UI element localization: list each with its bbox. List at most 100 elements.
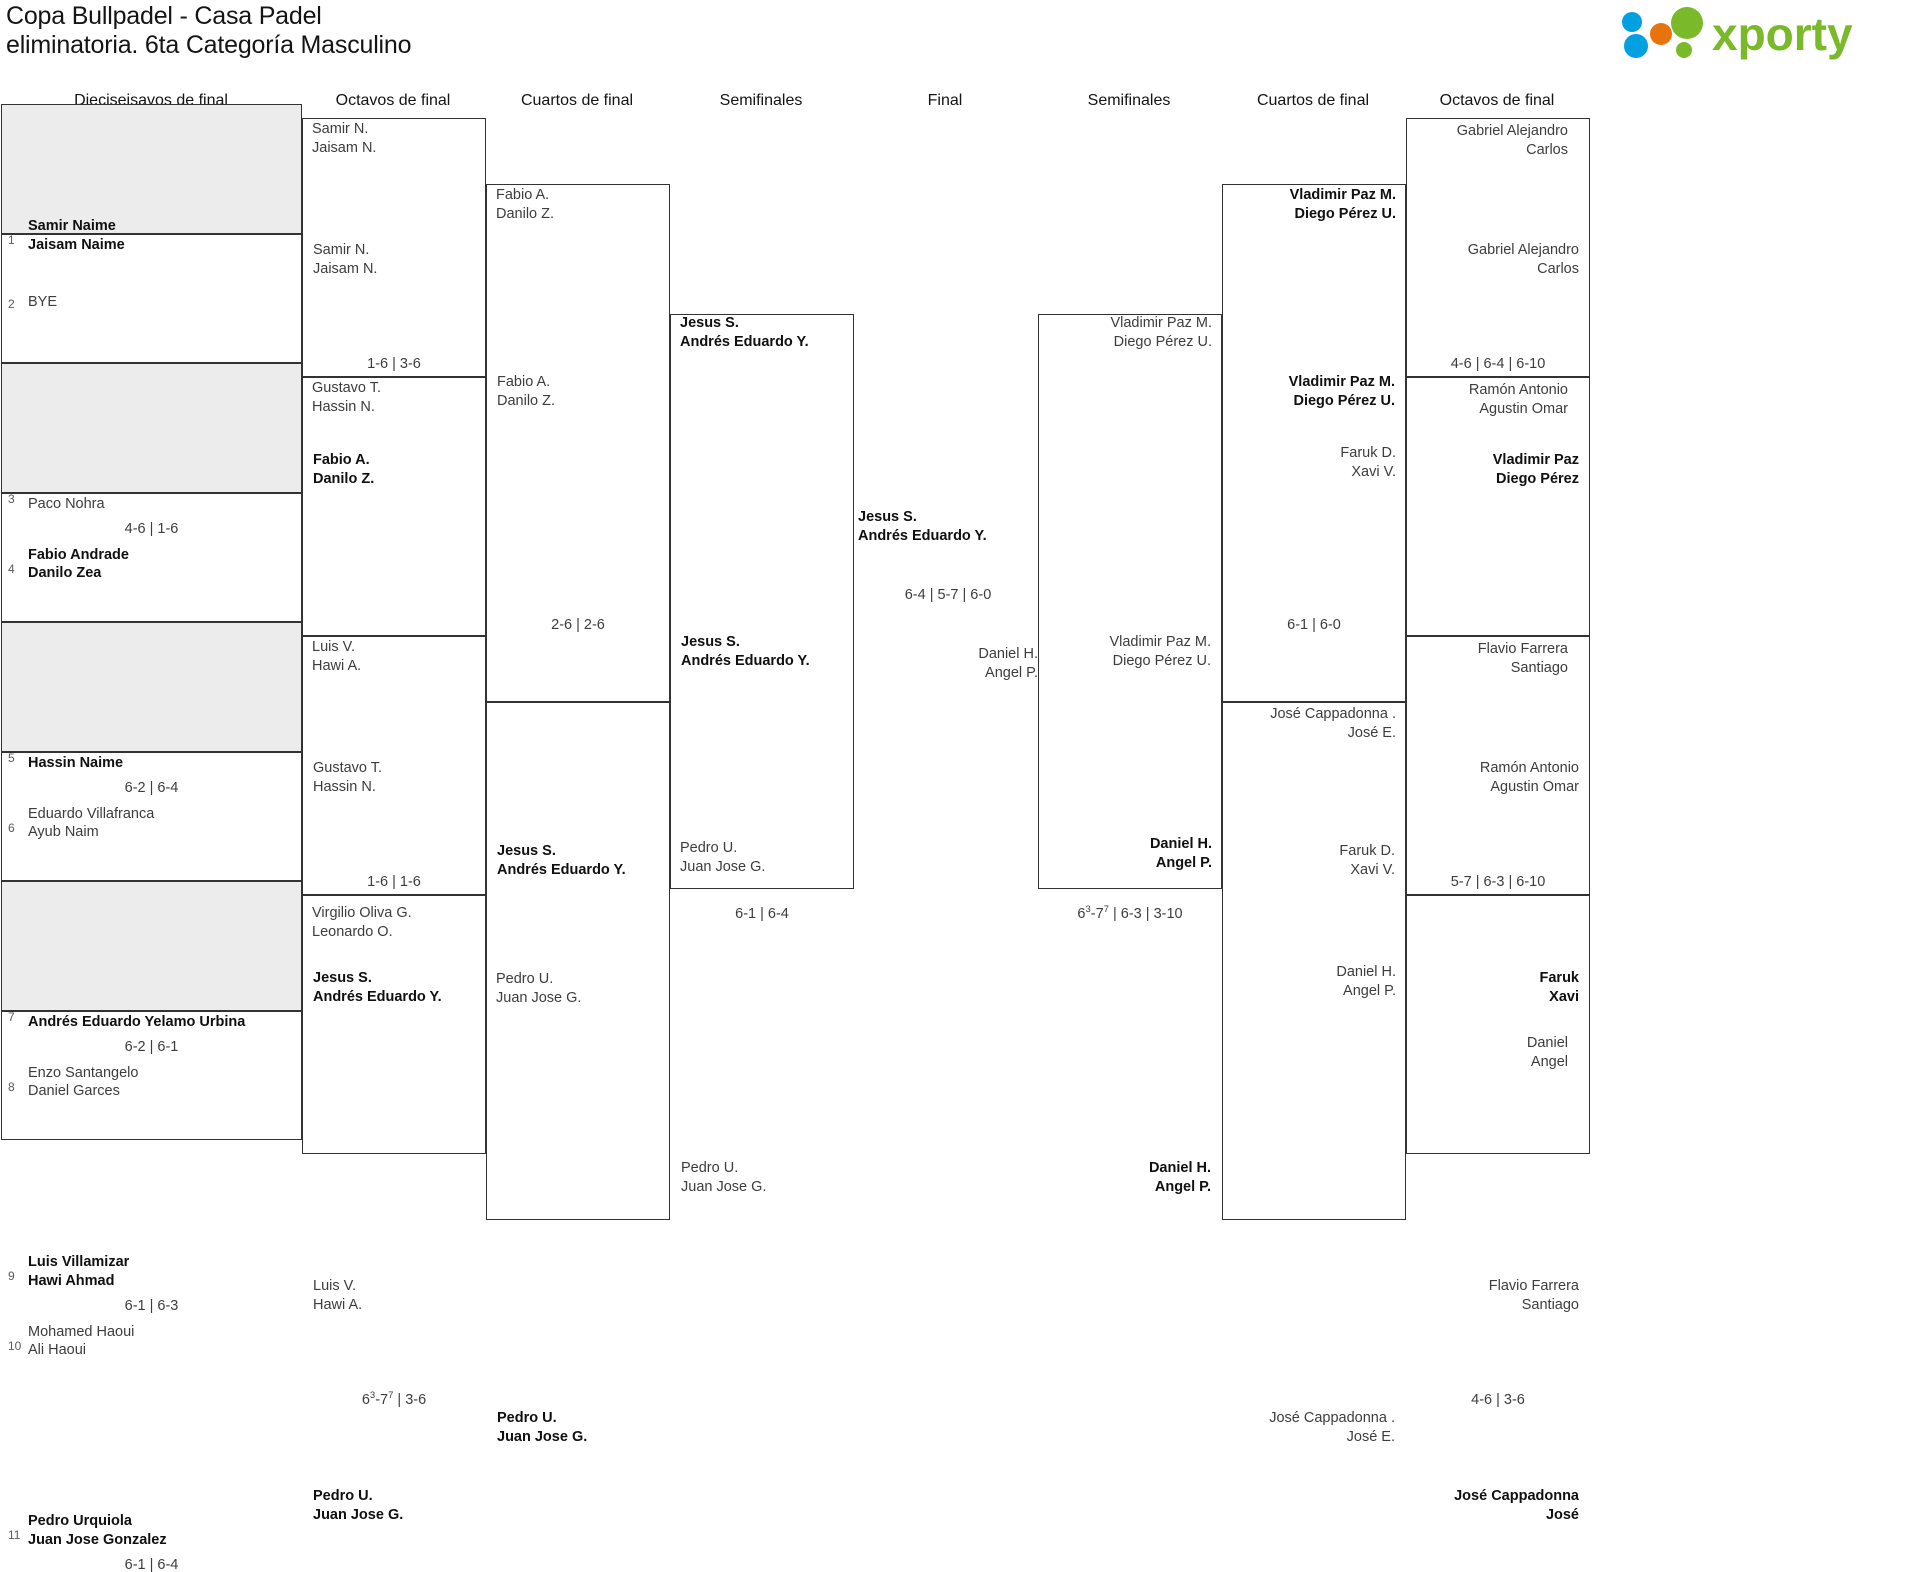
semis-right-feeder-0: Vladimir Paz M.Diego Pérez U. (1110, 315, 1212, 350)
octavos-left-box-1[interactable]: Gustavo T.Hassin N. Jesus S.Andrés Eduard… (302, 377, 486, 1005)
seed-number-8: 8 (8, 1079, 15, 1094)
logo-wordmark: xporty (1712, 8, 1853, 60)
semis-right-feeder-1: Daniel H.Angel P. (1149, 836, 1212, 871)
octavos-left-team-2[interactable]: Gustavo T.Hassin N. (313, 760, 383, 795)
cuartos-left-team-1[interactable]: Jesus S.Andrés Eduardo Y. (497, 843, 626, 878)
cuartos-right-score-0: 6-1 | 6-0 (1287, 617, 1341, 633)
xporty-logo: xporty (1614, 6, 1914, 60)
octavos-left-box-2[interactable]: Luis V.Hawi A. Pedro U.Juan Jose G. 63-77 … (302, 636, 486, 1523)
cuartos-right-team-0[interactable]: Vladimir Paz M.Diego Pérez U. (1288, 374, 1395, 409)
semis-right-box-0[interactable]: Vladimir Paz M.Diego Pérez U. Daniel H.An… (1038, 314, 1222, 1195)
round-heading-7: Octavos de final (1439, 92, 1555, 109)
octavos-left-team-1[interactable]: Fabio A.Danilo Z. (313, 452, 375, 487)
octavos-left-box-3[interactable]: Virgilio Oliva G.Leonardo O.Pedro Y.Javi… (302, 895, 486, 1154)
logo-dot-blue-bottom (1624, 34, 1648, 58)
seed-number-1: 1 (8, 233, 15, 247)
octavos-left-score-2: 63-77 | 3-6 (361, 1389, 427, 1408)
semis-left-score-0: 6-1 | 6-4 (735, 905, 789, 922)
r16-score-5: 6-1 | 6-4 (124, 1556, 179, 1572)
cuartos-left-feeder-0: Fabio A.Danilo Z. (496, 187, 555, 222)
octavos-left-team-5[interactable]: Pedro U.Juan Jose G. (313, 1488, 404, 1523)
logo-dot-blue-top (1622, 12, 1642, 32)
final-right-team[interactable]: Daniel H.Angel P. (978, 646, 1038, 681)
octavos-right-score-0: 4-6 | 6-4 | 6-10 (1450, 355, 1546, 372)
cuartos-right-feeder-0: Vladimir Paz M.Diego Pérez U. (1289, 187, 1396, 222)
r16-score-2: 6-2 | 6-4 (124, 779, 179, 796)
page-title: Copa Bullpadel - Casa Padel eliminatoria… (6, 2, 412, 59)
logo-dot-green-big (1671, 7, 1703, 39)
octavos-right-box-3[interactable]: DanielAngelOscar DasPaulo De6-3 | 3-6 | … (1406, 895, 1590, 1154)
octavos-left-team-3[interactable]: Jesus S.Andrés Eduardo Y. (313, 970, 442, 1005)
semis-left-box-0[interactable]: Jesus S.Andrés Eduardo Y. Pedro U.Juan Jo… (670, 314, 854, 1195)
seed-number-3: 3 (8, 492, 15, 506)
octavos-left-score-0: 1-6 | 3-6 (367, 355, 421, 372)
r16-score-1: 4-6 | 1-6 (124, 520, 179, 537)
cuartos-left-team-2[interactable]: Pedro U.Juan Jose G. (497, 1410, 588, 1445)
octavos-left-team-0[interactable]: Samir N.Jaisam N. (313, 242, 378, 277)
cuartos-right-team-1[interactable]: Faruk D.Xavi V. (1339, 843, 1395, 878)
octavos-left-score-1: 1-6 | 1-6 (367, 873, 421, 890)
r16-pair-box-7[interactable]: 15Pedro YanezJavier Yanez16Jorge A. Riva… (1, 1010, 302, 1140)
seed-number-4: 4 (8, 561, 15, 576)
logo-dot-green-small (1676, 42, 1692, 58)
octavos-left-box-0[interactable]: Samir N.Jaisam N. Fabio A.Danilo Z. 1-6 | … (302, 118, 486, 487)
cuartos-right-box-1[interactable]: José Cappadonna .José E.Daniel H.Angel P… (1222, 702, 1406, 1445)
seed-number-2: 2 (8, 296, 15, 311)
final-left-team[interactable]: Jesus S.Andrés Eduardo Y. (858, 509, 987, 544)
octavos-left-feeder-2: Luis V.Hawi A. (312, 639, 362, 674)
semis-right-team-1[interactable]: Daniel H.Angel P. (1148, 1160, 1211, 1195)
semis-left-team-1[interactable]: Pedro U.Juan Jose G. (681, 1160, 767, 1195)
final-score: 6-4 | 5-7 | 6-0 (904, 587, 992, 603)
cuartos-left-box-0[interactable]: Fabio A.Danilo Z. Jesus S.Andrés Eduardo … (486, 184, 670, 878)
round-heading-6: Cuartos de final (1256, 92, 1370, 109)
round-heading-2: Cuartos de final (520, 92, 634, 109)
r16-pair-box-6[interactable]: 13Sebastian MiksePiero Pini14Virgilio Ol… (1, 881, 302, 1011)
semis-left-team-0[interactable]: Jesus S.Andrés Eduardo Y. (681, 634, 810, 669)
seed-number-5: 5 (8, 751, 15, 765)
semis-right-team-0[interactable]: Vladimir Paz M.Diego Pérez U. (1109, 634, 1211, 669)
cuartos-left-feeder-1: Pedro U.Juan Jose G. (496, 971, 582, 1006)
seed-number-7: 7 (8, 1010, 15, 1024)
cuartos-left-team-0[interactable]: Fabio A.Danilo Z. (497, 374, 556, 409)
cuartos-left-box-1[interactable]: Pedro U.Juan Jose G.Pedro Y.Javier Y.6-2… (486, 702, 670, 1445)
octavos-left-feeder-0: Samir N.Jaisam N. (312, 121, 377, 156)
logo-dot-orange (1650, 23, 1672, 45)
seed-number-11: 11 (8, 1528, 21, 1542)
cuartos-right-box-0[interactable]: Vladimir Paz M.Diego Pérez U. Faruk D.Xav… (1222, 184, 1406, 878)
cuartos-right-feeder-2: José Cappadonna .José E. (1270, 706, 1396, 741)
octavos-left-team-4[interactable]: Luis V.Hawi A. (313, 1278, 363, 1313)
semis-right-score-0: 63-77 | 6-3 | 3-10 (1077, 903, 1183, 922)
r16-pair-box-3[interactable]: 7Jesus SanoAndrés Eduardo Yelamo Urbina8… (1, 492, 302, 1099)
cuartos-right-feeder-1: Faruk D.Xavi V. (1340, 445, 1396, 480)
round-heading-1: Octavos de final (335, 92, 451, 109)
cuartos-right-team-2[interactable]: José Cappadonna .José E. (1269, 1410, 1395, 1445)
cuartos-left-score-0: 2-6 | 2-6 (551, 617, 605, 633)
seed-number-9: 9 (8, 1269, 15, 1283)
r16-team-2[interactable]: BYE (28, 293, 58, 310)
